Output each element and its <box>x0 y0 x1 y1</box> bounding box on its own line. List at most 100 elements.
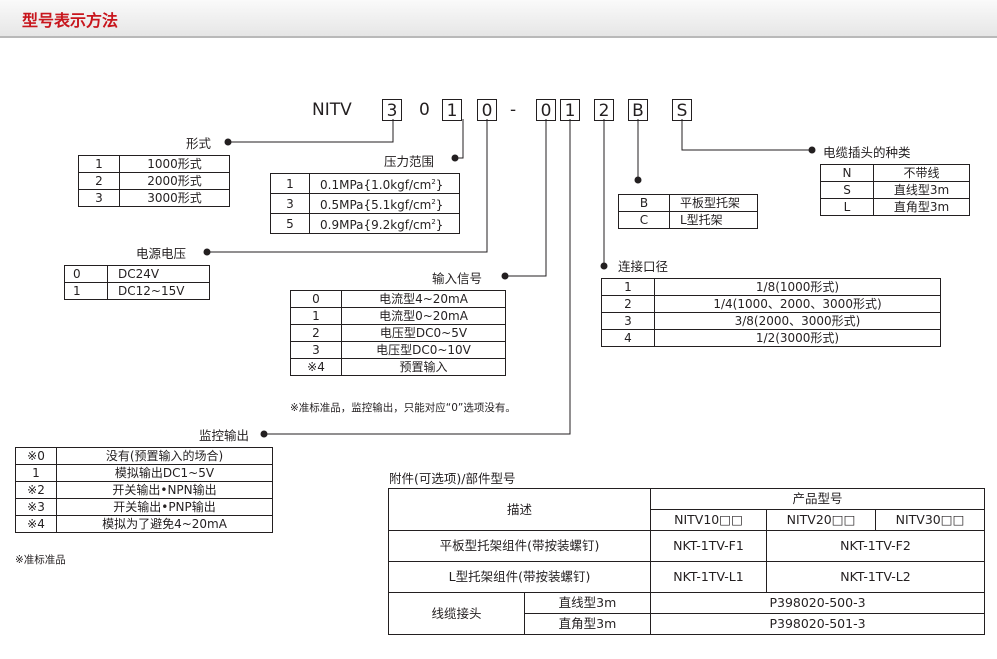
cell: 预置输入 <box>341 358 506 376</box>
cell: 0 <box>290 290 342 308</box>
cell: 3 <box>78 189 120 207</box>
monitor-note: ※准标准品 <box>15 554 66 566</box>
model-seg-power: 0 <box>477 99 497 121</box>
cell: 电流型4~20mA <box>341 290 506 308</box>
cell: ※2 <box>15 481 57 499</box>
cell: 电流型0~20mA <box>341 307 506 325</box>
table-row: NITV10□□ NITV20□□ NITV30□□ <box>389 509 985 531</box>
cell: 0 <box>64 265 108 283</box>
cell: L型托架 <box>669 211 758 229</box>
cell: 3/8(2000、3000形式) <box>654 312 941 330</box>
cell: 线缆接头 <box>388 592 525 635</box>
cell: 0.9MPa{9.2kgf/cm2} <box>309 213 460 234</box>
cell: NITV30□□ <box>875 509 985 531</box>
cell: 模拟为了避免4~20mA <box>56 515 273 533</box>
cell: C <box>618 211 670 229</box>
cell: 不带线 <box>873 164 970 182</box>
cell: L型托架组件(带按装螺钉) <box>388 561 651 593</box>
cell: 1/2(3000形式) <box>654 329 941 347</box>
cell: 3 <box>290 341 342 359</box>
cell: 2 <box>78 172 120 190</box>
section-title: 型号表示方法 <box>22 11 119 30</box>
cell: S <box>820 181 874 199</box>
cell: 产品型号 <box>650 488 985 510</box>
monitor-label: 监控输出 <box>199 428 250 443</box>
cell: 电压型DC0~5V <box>341 324 506 342</box>
cell: N <box>820 164 874 182</box>
cell: 1 <box>601 278 655 296</box>
cell: 开关输出•NPN输出 <box>56 481 273 499</box>
cell: 5 <box>270 213 310 234</box>
cell: 直角型3m <box>524 613 651 635</box>
cell: 1 <box>15 464 57 482</box>
accessories-table: 描述 产品型号 NITV10□□ NITV20□□ NITV30□□ 平板型托架… <box>388 488 985 635</box>
model-seg-fixed: 0 <box>419 100 430 120</box>
cell: ※4 <box>290 358 342 376</box>
cell: 平板型托架组件(带按装螺钉) <box>388 530 651 562</box>
cell: NKT-1TV-L2 <box>766 561 985 593</box>
cell: 1/8(1000形式) <box>654 278 941 296</box>
section-header: 型号表示方法 <box>0 0 997 38</box>
cell: 开关输出•PNP输出 <box>56 498 273 516</box>
cell: NKT-1TV-F2 <box>766 530 985 562</box>
cell: 0.5MPa{5.1kgf/cm2} <box>309 193 460 214</box>
cell: 1 <box>78 155 120 173</box>
cell: 3 <box>601 312 655 330</box>
cell: 2 <box>290 324 342 342</box>
power-label: 电源电压 <box>136 246 187 261</box>
cell: ※0 <box>15 447 57 465</box>
cell: 平板型托架 <box>669 194 758 212</box>
model-seg-input: 0 <box>536 99 556 121</box>
table-row: 平板型托架组件(带按装螺钉) NKT-1TV-F1 NKT-1TV-F2 <box>388 530 985 562</box>
cell: ※3 <box>15 498 57 516</box>
cell: 1 <box>64 282 108 300</box>
pressure-label: 压力范围 <box>384 154 435 169</box>
cell: NITV20□□ <box>766 509 876 531</box>
cell: 1000形式 <box>119 155 230 173</box>
cell: NKT-1TV-F1 <box>650 530 767 562</box>
cell: NITV10□□ <box>650 509 767 531</box>
cell: NKT-1TV-L1 <box>650 561 767 593</box>
cell: DC24V <box>107 265 210 283</box>
form-label: 形式 <box>186 136 212 151</box>
model-seg-port: 2 <box>594 99 614 121</box>
cell: 描述 <box>388 488 651 531</box>
cell: 0.1MPa{1.0kgf/cm2} <box>309 173 460 194</box>
input-signal-note: ※准标准品，监控输出，只能对应“0”选项没有。 <box>290 402 516 414</box>
cell: 没有(预置输入的场合) <box>56 447 273 465</box>
model-seg-form: 3 <box>382 99 402 121</box>
cell: 3000形式 <box>119 189 230 207</box>
cell: 1 <box>270 173 310 194</box>
cell: 1 <box>290 307 342 325</box>
